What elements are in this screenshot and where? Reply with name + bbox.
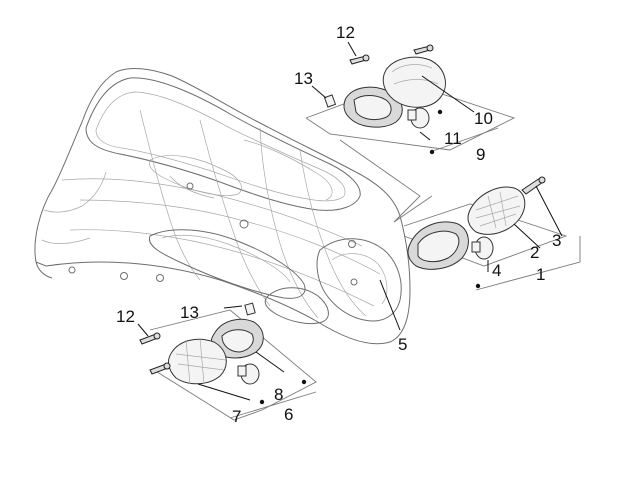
right-indicator-assembly (403, 176, 581, 291)
top-indicator-assembly (305, 41, 516, 223)
left-indicator-assembly (137, 302, 317, 421)
callout-9: 9 (476, 145, 485, 164)
callout-13-left: 13 (180, 303, 199, 322)
callout-5: 5 (398, 335, 407, 354)
callout-6: 6 (284, 405, 293, 424)
callout-12-top: 12 (336, 23, 355, 42)
indicator-lens-top (382, 56, 446, 108)
front-shield-body (34, 68, 411, 345)
indicator-lens-right (467, 186, 526, 235)
callout-13-top: 13 (294, 69, 313, 88)
clip-left (244, 302, 256, 316)
callout-11: 11 (444, 129, 462, 148)
callout-3: 3 (552, 231, 561, 250)
callout-12-left: 12 (116, 307, 135, 326)
callout-1: 1 (536, 265, 545, 284)
callout-2: 2 (530, 243, 539, 262)
callout-4: 4 (492, 261, 501, 280)
callout-8: 8 (274, 385, 283, 404)
indicator-lens-left (168, 338, 227, 385)
callout-10: 10 (474, 109, 493, 128)
clip-top (323, 94, 337, 108)
callout-7: 7 (232, 407, 241, 426)
